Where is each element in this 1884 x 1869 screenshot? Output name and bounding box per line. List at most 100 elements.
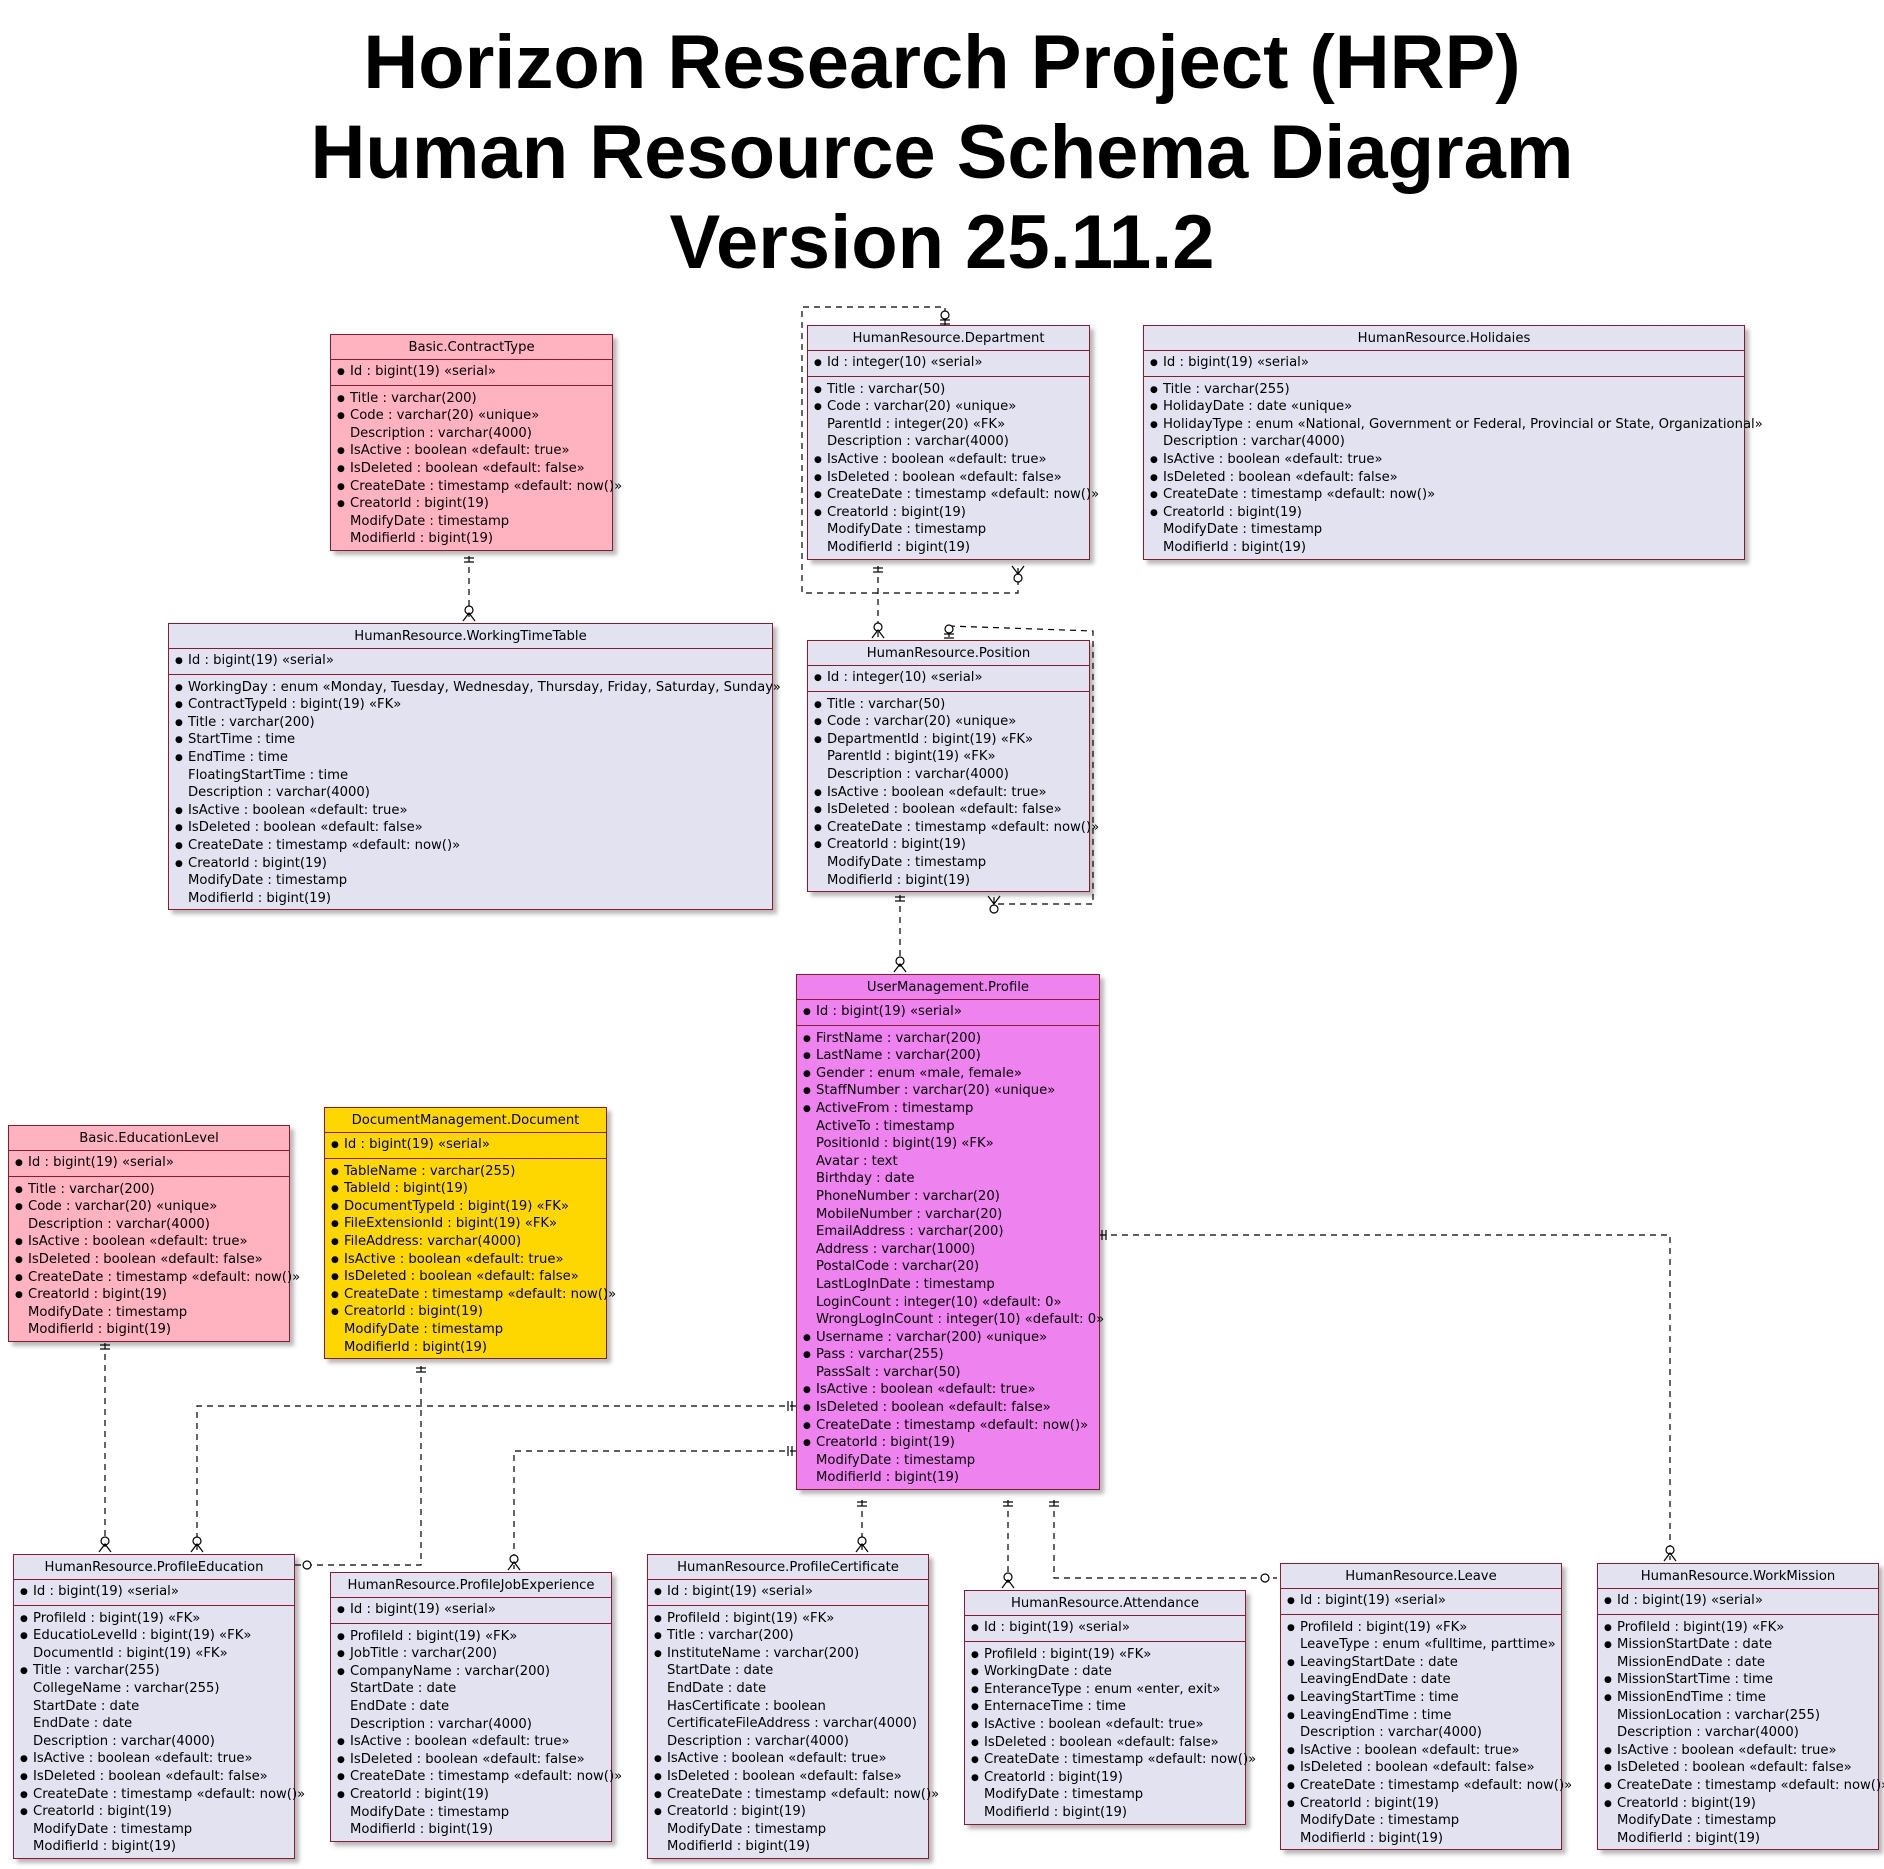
- field-text: StartDate : date: [667, 1663, 774, 1679]
- title-line-3: Version 25.11.2: [669, 200, 1215, 285]
- entity-name: HumanResource.Holidaies: [1144, 326, 1744, 351]
- field-row: JobTitle : varchar(200): [337, 1645, 605, 1663]
- field-row: MissionEndDate : date: [1604, 1654, 1872, 1672]
- entity-department: HumanResource.DepartmentId : integer(10)…: [807, 325, 1099, 560]
- field-text: Title : varchar(200): [28, 1181, 155, 1197]
- field-row: ModifyDate : timestamp: [803, 1452, 1093, 1470]
- entity-name: Basic.ContractType: [331, 335, 612, 360]
- field-row: TableName : varchar(255): [331, 1163, 600, 1181]
- entity-educationlevel: Basic.EducationLevelId : bigint(19) «ser…: [8, 1125, 300, 1342]
- field-text: CreateDate : timestamp «default: now()»: [667, 1786, 940, 1802]
- field-row: IsDeleted : boolean «default: false»: [814, 469, 1083, 487]
- field-row: ModifierId : bigint(19): [971, 1804, 1239, 1822]
- zero-optional-icon: [1260, 1573, 1270, 1583]
- field-text: ProfileId : bigint(19) «FK»: [984, 1646, 1152, 1662]
- field-text: LeavingEndDate : date: [1300, 1672, 1451, 1688]
- field-text: WrongLogInCount : integer(10) «default: …: [816, 1312, 1105, 1328]
- entity-name: HumanResource.ProfileJobExperience: [331, 1573, 611, 1598]
- field-text: IsDeleted : boolean «default: false»: [1300, 1760, 1535, 1776]
- field-row: ModifyDate : timestamp: [1604, 1812, 1872, 1830]
- title-line-2: Human Resource Schema Diagram: [310, 110, 1574, 195]
- field-text: CreatorId : bigint(19): [816, 1435, 955, 1451]
- field-text: Code : varchar(20) «unique»: [827, 399, 1017, 415]
- field-text: Code : varchar(20) «unique»: [827, 714, 1017, 730]
- pk-text: Id : bigint(19) «serial»: [1163, 355, 1309, 370]
- field-text: Address : varchar(1000): [816, 1241, 976, 1257]
- pk-text: Id : bigint(19) «serial»: [816, 1004, 962, 1019]
- field-row: EndTime : time: [175, 749, 766, 767]
- field-row: IsActive : boolean «default: true»: [971, 1716, 1239, 1734]
- relationship-line: [295, 1366, 422, 1566]
- required-dot-icon: [337, 407, 350, 427]
- pk-row: Id : bigint(19) «serial»: [15, 1154, 283, 1172]
- field-text: ModifierId : bigint(19): [350, 1822, 494, 1838]
- entity-workmission: HumanResource.WorkMissionId : bigint(19)…: [1597, 1563, 1884, 1851]
- field-row: IsActive : boolean «default: true»: [331, 1251, 600, 1269]
- field-text: CreateDate : timestamp «default: now()»: [1300, 1777, 1573, 1793]
- field-row: CreateDate : timestamp «default: now()»: [1604, 1777, 1884, 1795]
- field-row: ModifierId : bigint(19): [814, 539, 1083, 557]
- field-row: Title : varchar(200): [337, 390, 606, 408]
- field-row: ProfileId : bigint(19) «FK»: [654, 1610, 922, 1628]
- field-row: IsDeleted : boolean «default: false»: [15, 1251, 283, 1269]
- field-row: Title : varchar(50): [814, 381, 1083, 399]
- field-text: IsDeleted : boolean «default: false»: [827, 802, 1062, 818]
- field-row: CreatorId : bigint(19): [803, 1434, 1093, 1452]
- field-row: LeavingStartDate : date: [1287, 1654, 1555, 1672]
- field-row: ActiveFrom : timestamp: [803, 1100, 1093, 1118]
- field-row: IsDeleted : boolean «default: false»: [1150, 469, 1738, 487]
- field-row: Code : varchar(20) «unique»: [814, 713, 1083, 731]
- field-text: Description : varchar(4000): [1617, 1725, 1799, 1741]
- pk-row: Id : bigint(19) «serial»: [971, 1619, 1239, 1637]
- field-row: ModifyDate : timestamp: [175, 872, 766, 890]
- crow-foot-icon: [507, 1561, 521, 1571]
- field-row: MissionEndTime : time: [1604, 1689, 1872, 1707]
- field-text: CompanyName : varchar(200): [350, 1663, 551, 1679]
- required-dot-icon: [1287, 1592, 1300, 1612]
- field-row: ModifyDate : timestamp: [1287, 1812, 1555, 1830]
- field-text: FloatingStartTime : time: [188, 767, 349, 783]
- field-row: Title : varchar(200): [175, 714, 766, 732]
- field-text: CreatorId : bigint(19): [1300, 1795, 1439, 1811]
- field-text: TableName : varchar(255): [344, 1163, 516, 1179]
- field-row: IsActive : boolean «default: true»: [1150, 451, 1738, 469]
- field-text: PositionId : bigint(19) «FK»: [816, 1136, 994, 1152]
- entity-name: HumanResource.ProfileEducation: [14, 1555, 294, 1580]
- field-text: Title : varchar(50): [827, 381, 946, 397]
- field-text: DocumentTypeId : bigint(19) «FK»: [344, 1198, 569, 1214]
- field-row: IsActive : boolean «default: true»: [20, 1750, 288, 1768]
- field-row: CreateDate : timestamp «default: now()»: [803, 1417, 1093, 1435]
- field-text: StartDate : date: [33, 1698, 140, 1714]
- field-row: HasCertificate : boolean: [654, 1698, 922, 1716]
- field-list: Title : varchar(255)HolidayDate : date «…: [1144, 377, 1763, 559]
- field-row: CreateDate : timestamp «default: now()»: [337, 1768, 622, 1786]
- field-row: IsActive : boolean «default: true»: [654, 1750, 922, 1768]
- field-text: WorkingDay : enum «Monday, Tuesday, Wedn…: [188, 679, 781, 695]
- pk-row: Id : bigint(19) «serial»: [175, 652, 766, 670]
- crow-foot-icon: [1001, 1579, 1015, 1589]
- field-text: Description : varchar(4000): [33, 1733, 215, 1749]
- field-text: IsDeleted : boolean «default: false»: [827, 469, 1062, 485]
- field-text: Pass : varchar(255): [816, 1347, 944, 1363]
- required-dot-icon: [15, 1154, 28, 1174]
- field-row: IsActive : boolean «default: true»: [814, 784, 1083, 802]
- primary-key: Id : bigint(19) «serial»: [325, 1133, 606, 1159]
- field-text: MissionEndTime : time: [1617, 1689, 1766, 1705]
- field-text: LeavingStartTime : time: [1300, 1689, 1459, 1705]
- field-row: CreateDate : timestamp «default: now()»: [814, 819, 1099, 837]
- field-row: Code : varchar(20) «unique»: [814, 398, 1083, 416]
- field-text: ModifierId : bigint(19): [344, 1339, 488, 1355]
- field-text: CreatorId : bigint(19): [667, 1804, 806, 1820]
- field-row: Code : varchar(20) «unique»: [337, 407, 606, 425]
- field-text: Gender : enum «male, female»: [816, 1065, 1022, 1081]
- field-text: CreateDate : timestamp «default: now()»: [816, 1417, 1089, 1433]
- field-row: CreateDate : timestamp «default: now()»: [20, 1786, 305, 1804]
- field-text: CreatorId : bigint(19): [1163, 504, 1302, 520]
- zero-optional-icon: [857, 1536, 867, 1546]
- field-text: ModifierId : bigint(19): [350, 531, 494, 547]
- field-text: ProfileId : bigint(19) «FK»: [350, 1628, 518, 1644]
- field-row: EndDate : date: [20, 1715, 288, 1733]
- field-text: Description : varchar(4000): [28, 1216, 210, 1232]
- required-dot-icon: [971, 1619, 984, 1639]
- required-dot-icon: [814, 836, 827, 856]
